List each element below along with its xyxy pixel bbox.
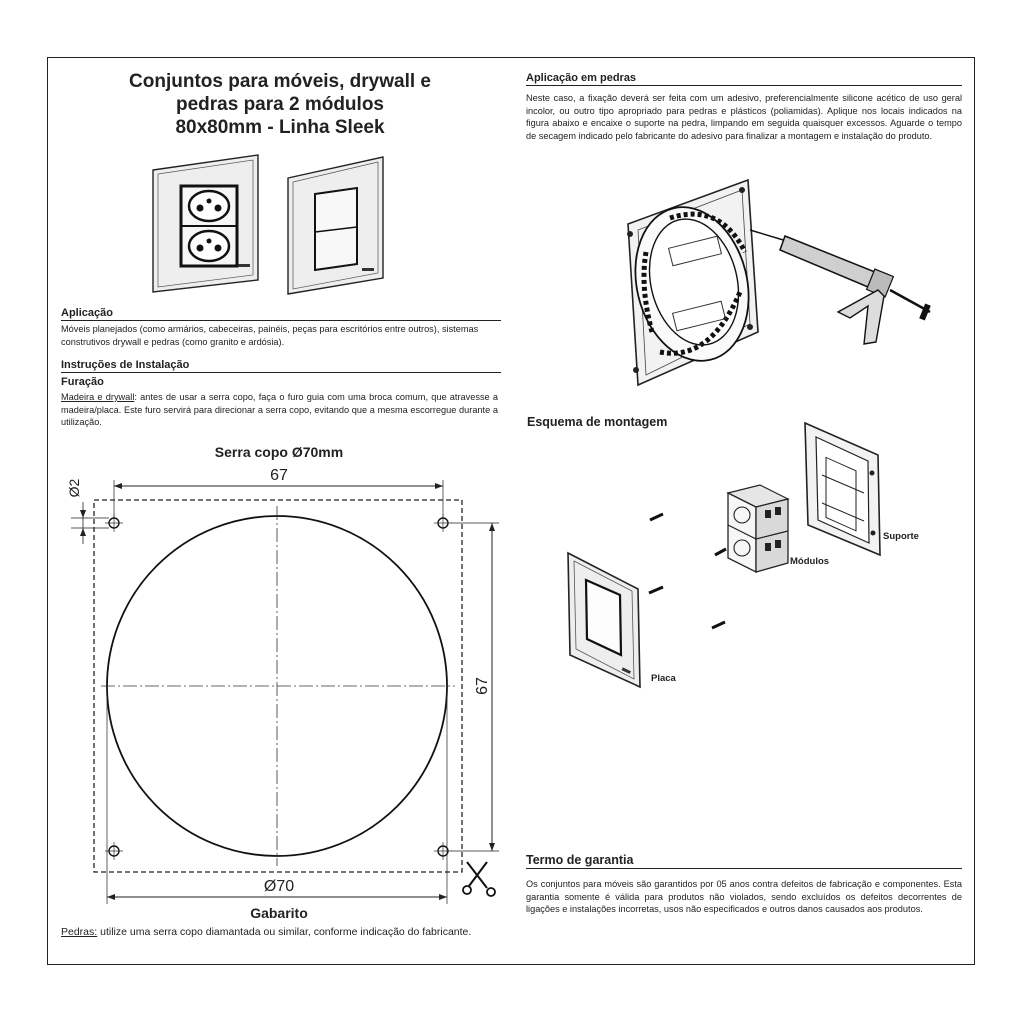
gabarito-drawing: Serra copo Ø70mm 67 Ø2 67 bbox=[66, 444, 499, 921]
garantia-heading: Termo de garantia bbox=[526, 853, 962, 869]
placa-part bbox=[567, 551, 641, 689]
support-frame-icon bbox=[627, 178, 759, 387]
suporte-label: Suporte bbox=[883, 531, 919, 542]
pedras-text: utilize uma serra copo diamantada ou sim… bbox=[97, 926, 472, 938]
gabarito-square bbox=[93, 499, 463, 873]
silicone-illustration bbox=[627, 178, 931, 387]
placa-label: Placa bbox=[651, 673, 677, 684]
gabarito-label: Gabarito bbox=[250, 905, 308, 921]
screw-holes bbox=[105, 514, 452, 860]
aplicacao-pedras-text: Neste caso, a fixação deverá ser feita c… bbox=[526, 93, 962, 141]
product-images bbox=[152, 154, 384, 295]
page-title: Conjuntos para móveis, drywall e pedras … bbox=[80, 70, 480, 139]
exploded-view: Suporte Módulos Placa bbox=[567, 421, 919, 689]
dim-top-label: 67 bbox=[270, 467, 288, 484]
pedras-label: Pedras: bbox=[61, 926, 98, 938]
modulos-part bbox=[726, 484, 790, 574]
esquema-heading: Esquema de montagem bbox=[527, 415, 668, 429]
title-line-1: Conjuntos para móveis, drywall e bbox=[129, 71, 431, 92]
serra-label: Serra copo Ø70mm bbox=[215, 444, 343, 460]
silicone-gun-icon bbox=[749, 229, 931, 345]
madeira-paragraph: Madeira e drywall: antes de usar a serra… bbox=[61, 391, 498, 429]
aplicacao-text: Móveis planejados (como armários, cabece… bbox=[61, 324, 479, 347]
scissors-icon bbox=[462, 861, 496, 897]
aplicacao-pedras-heading: Aplicação em pedras bbox=[526, 72, 962, 86]
title-line-3: 80x80mm - Linha Sleek bbox=[175, 117, 385, 138]
suporte-part bbox=[804, 421, 881, 557]
instrucoes-heading: Instruções de Instalação bbox=[61, 359, 501, 373]
screw-icon bbox=[648, 512, 727, 630]
aplicacao-heading: Aplicação bbox=[61, 307, 501, 321]
modulos-label: Módulos bbox=[790, 556, 829, 567]
furacao-heading: Furação bbox=[61, 376, 104, 388]
dim-circle-label: Ø70 bbox=[264, 878, 294, 895]
madeira-label: Madeira e drywall bbox=[61, 392, 135, 402]
switch-plate-icon bbox=[287, 156, 384, 295]
dim-right-label: 67 bbox=[474, 677, 491, 695]
dim-hole-label: Ø2 bbox=[66, 478, 82, 497]
madeira-text: : antes de usar a serra copo, faça o fur… bbox=[61, 392, 498, 427]
garantia-text: Os conjuntos para móveis são garantidos … bbox=[526, 879, 962, 914]
socket-plate-icon bbox=[152, 154, 259, 293]
pedras-paragraph: Pedras: utilize uma serra copo diamantad… bbox=[61, 925, 498, 939]
page-frame bbox=[47, 57, 975, 965]
title-line-2: pedras para 2 módulos bbox=[175, 94, 384, 115]
